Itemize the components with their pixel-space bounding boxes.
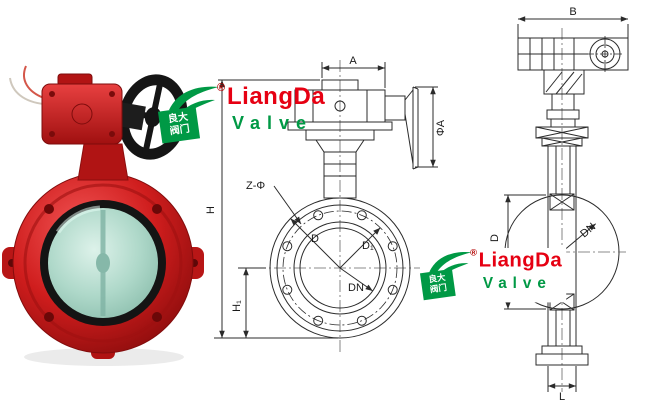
stem-bracket <box>543 69 585 128</box>
registered-mark: ® <box>470 248 478 259</box>
dim-label-DN-front: DN <box>348 282 364 294</box>
dim-label-L: L <box>559 391 565 403</box>
dim-H: H <box>205 79 338 339</box>
dim-H1: H₁ <box>231 267 266 338</box>
dim-label-D1: D₁ <box>362 240 374 252</box>
dim-label-H1: H₁ <box>231 300 243 312</box>
banner-line2: 阀门 <box>429 283 448 295</box>
top-flange <box>535 126 589 147</box>
dim-A: A <box>321 55 386 88</box>
logo-brand-text: LiangDa <box>227 83 326 110</box>
logo-brand-text: LiangDa <box>478 248 563 272</box>
logo-banner: 良大 阀门 <box>419 268 456 301</box>
dim-label-B: B <box>569 6 576 18</box>
dim-L: L <box>547 366 577 403</box>
dim-label-D-side: D <box>489 234 501 242</box>
valve-body <box>2 172 204 359</box>
handwheel-profile <box>384 86 419 170</box>
dim-B: B <box>517 6 629 38</box>
liangda-logo: ® LiangDa Valve 良大 阀门 <box>157 82 330 146</box>
handwheel-side <box>517 36 629 72</box>
side-view-drawing: B <box>489 6 629 403</box>
liangda-logo: ® LiangDa Valve 良大 阀门 <box>419 248 567 303</box>
dim-label-phiA: ΦA <box>435 119 447 136</box>
wires <box>9 65 45 105</box>
dim-radial: D D₁ DN <box>290 218 381 294</box>
valve-body-front <box>269 197 411 339</box>
logo-banner: 良大 阀门 <box>157 106 201 144</box>
dim-label-ZPhi: Z-Φ <box>246 180 265 192</box>
front-centerlines <box>254 60 424 352</box>
dim-label-H: H <box>205 206 217 214</box>
banner-line2: 阀门 <box>169 123 191 138</box>
dim-label-A: A <box>349 55 357 67</box>
gearbox <box>41 73 123 145</box>
registered-mark: ® <box>217 82 226 94</box>
dim-ZPhi: Z-Φ <box>246 180 302 225</box>
dim-label-D-front: D <box>311 233 319 245</box>
logo-product-text: Valve <box>482 274 552 292</box>
front-view-drawing: A ΦA Z-Φ H H₁ D D₁ DN <box>205 55 447 352</box>
logo-product-text: Valve <box>232 113 314 133</box>
dim-phiA: ΦA <box>415 86 447 168</box>
valve-neck <box>77 143 129 181</box>
